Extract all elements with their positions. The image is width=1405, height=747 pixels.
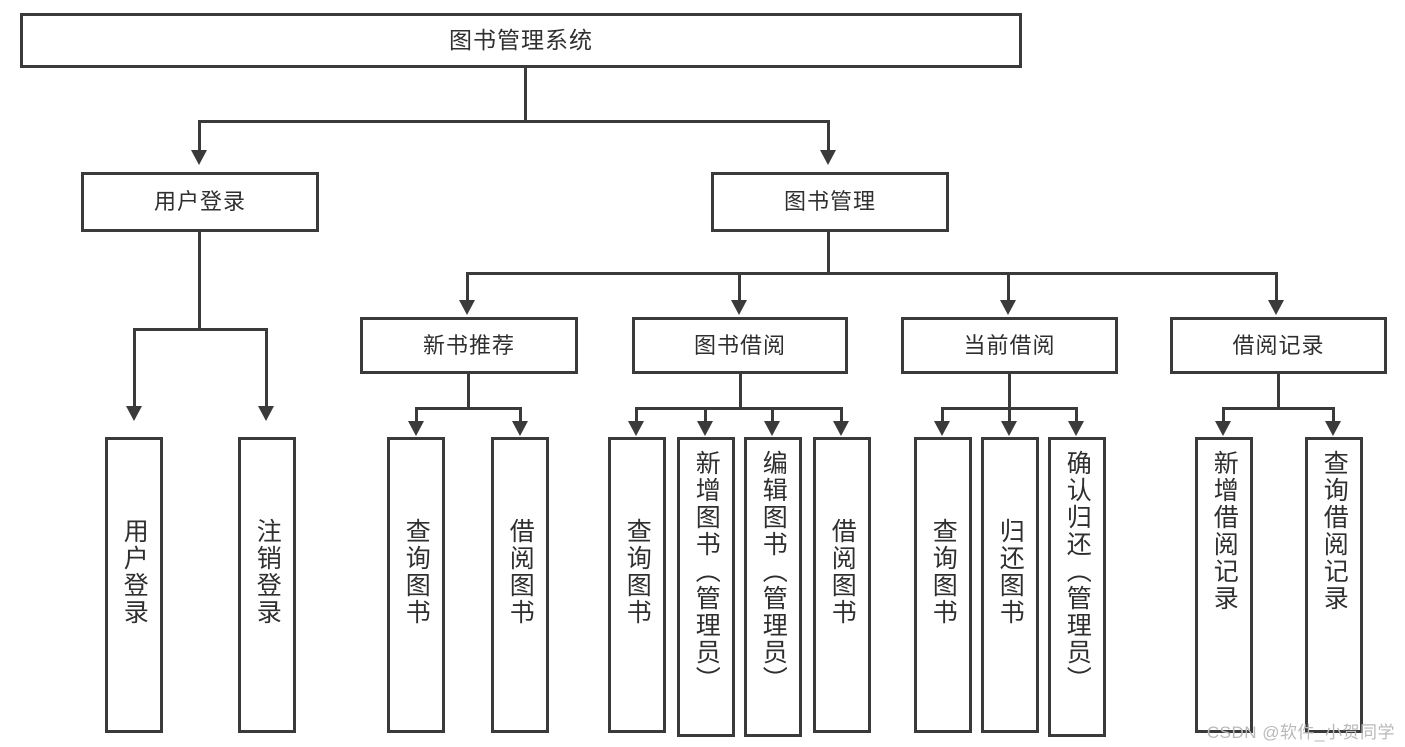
connector-bb-to-leaf-3 bbox=[840, 407, 843, 425]
leaf-current-borrow-return-book[interactable]: 归还图书 bbox=[981, 437, 1039, 733]
connector-bm-to-lvl3-3 bbox=[1275, 272, 1278, 302]
connector-cb-to-leaf-0 bbox=[941, 407, 944, 425]
leaf-book-borrow-borrow-book[interactable]: 借阅图书 bbox=[813, 437, 871, 733]
node-label: 借阅图书 bbox=[828, 518, 857, 626]
connector-br-to-leaf-1 bbox=[1332, 407, 1335, 425]
arrow-cb-to-leaf-2 bbox=[1068, 421, 1084, 436]
node-label: 图书管理 bbox=[783, 189, 876, 215]
connector-bb-to-leaf-2 bbox=[771, 407, 774, 425]
node-borrow-record[interactable]: 借阅记录 bbox=[1170, 317, 1387, 374]
arrow-user-login-to-leaf-1 bbox=[258, 406, 274, 421]
arrow-bb-to-leaf-3 bbox=[833, 421, 849, 436]
node-new-book-recommend[interactable]: 新书推荐 bbox=[360, 317, 578, 374]
connector-book-management-trunk bbox=[827, 232, 830, 274]
node-current-borrow[interactable]: 当前借阅 bbox=[901, 317, 1118, 374]
node-label: 查询图书 bbox=[929, 518, 958, 626]
leaf-user-login-logout[interactable]: 注销登录 bbox=[238, 437, 296, 733]
node-label: 借阅记录 bbox=[1232, 332, 1325, 358]
node-label: 图书借阅 bbox=[693, 332, 786, 358]
watermark-csdn: CSDN @软件_小贺同学 bbox=[1206, 723, 1395, 742]
connector-user-login-to-leaf-0 bbox=[133, 328, 136, 408]
connector-root-trunk bbox=[524, 68, 527, 120]
arrow-br-to-leaf-1 bbox=[1325, 421, 1341, 436]
leaf-book-borrow-add-book-admin[interactable]: 新增图书（管理员） bbox=[677, 437, 735, 737]
connector-bb-trunk bbox=[739, 374, 742, 409]
arrow-cb-to-leaf-1 bbox=[1001, 421, 1017, 436]
node-label: 新书推荐 bbox=[422, 332, 515, 358]
node-label: 编辑图书（管理员） bbox=[759, 450, 788, 693]
leaf-book-borrow-edit-book-admin[interactable]: 编辑图书（管理员） bbox=[744, 437, 802, 737]
node-root-book-management-system[interactable]: 图书管理系统 bbox=[20, 13, 1022, 68]
connector-bm-to-lvl3-1 bbox=[738, 272, 741, 302]
node-label: 查询图书 bbox=[402, 518, 431, 626]
connector-br-trunk bbox=[1277, 374, 1280, 409]
leaf-borrow-record-add-record[interactable]: 新增借阅记录 bbox=[1195, 437, 1253, 733]
connector-br-bar bbox=[1222, 407, 1335, 410]
connector-nbr-to-leaf-0 bbox=[415, 407, 418, 425]
node-label: 归还图书 bbox=[996, 518, 1025, 626]
connector-book-management-bar bbox=[466, 272, 1278, 275]
leaf-book-borrow-query-book[interactable]: 查询图书 bbox=[608, 437, 666, 733]
arrow-br-to-leaf-0 bbox=[1215, 421, 1231, 436]
node-label: 新增借阅记录 bbox=[1210, 450, 1239, 612]
node-book-borrow[interactable]: 图书借阅 bbox=[632, 317, 848, 374]
connector-nbr-trunk bbox=[467, 374, 470, 409]
connector-bb-to-leaf-0 bbox=[635, 407, 638, 425]
arrow-bb-to-leaf-2 bbox=[764, 421, 780, 436]
node-user-login[interactable]: 用户登录 bbox=[81, 172, 319, 232]
node-book-management[interactable]: 图书管理 bbox=[711, 172, 949, 232]
connector-bm-to-lvl3-2 bbox=[1007, 272, 1010, 302]
leaf-current-borrow-query-book[interactable]: 查询图书 bbox=[914, 437, 972, 733]
connector-user-login-to-leaf-1 bbox=[265, 328, 268, 408]
arrow-root-to-book-management bbox=[820, 150, 836, 165]
leaf-new-book-query-book[interactable]: 查询图书 bbox=[387, 437, 445, 733]
connector-nbr-bar bbox=[415, 407, 522, 410]
connector-root-bar bbox=[198, 120, 830, 123]
arrow-root-to-user-login bbox=[191, 150, 207, 165]
arrow-bm-to-lvl3-2 bbox=[1000, 300, 1016, 315]
arrow-user-login-to-leaf-0 bbox=[126, 406, 142, 421]
leaf-user-login-login[interactable]: 用户登录 bbox=[105, 437, 163, 733]
connector-cb-to-leaf-2 bbox=[1075, 407, 1078, 425]
arrow-cb-to-leaf-0 bbox=[934, 421, 950, 436]
arrow-bb-to-leaf-1 bbox=[697, 421, 713, 436]
connector-cb-to-leaf-1 bbox=[1008, 407, 1011, 425]
node-label: 图书管理系统 bbox=[449, 27, 593, 54]
arrow-bm-to-lvl3-3 bbox=[1268, 300, 1284, 315]
node-label: 用户登录 bbox=[120, 518, 149, 626]
node-label: 查询借阅记录 bbox=[1320, 450, 1349, 612]
connector-bb-to-leaf-1 bbox=[704, 407, 707, 425]
leaf-borrow-record-query-record[interactable]: 查询借阅记录 bbox=[1305, 437, 1363, 733]
leaf-current-borrow-confirm-return-admin[interactable]: 确认归还（管理员） bbox=[1048, 437, 1106, 737]
arrow-nbr-to-leaf-1 bbox=[512, 421, 528, 436]
connector-br-to-leaf-0 bbox=[1222, 407, 1225, 425]
connector-user-login-trunk bbox=[198, 232, 201, 330]
node-label: 当前借阅 bbox=[963, 332, 1056, 358]
arrow-bm-to-lvl3-0 bbox=[459, 300, 475, 315]
connector-root-to-user-login bbox=[198, 120, 201, 152]
node-label: 用户登录 bbox=[153, 189, 246, 215]
connector-cb-trunk bbox=[1008, 374, 1011, 409]
connector-nbr-to-leaf-1 bbox=[519, 407, 522, 425]
connector-bm-to-lvl3-0 bbox=[466, 272, 469, 302]
leaf-new-book-borrow-book[interactable]: 借阅图书 bbox=[491, 437, 549, 733]
connector-root-to-book-management bbox=[827, 120, 830, 152]
node-label: 借阅图书 bbox=[506, 518, 535, 626]
node-label: 确认归还（管理员） bbox=[1063, 450, 1092, 693]
connector-bb-bar bbox=[635, 407, 843, 410]
arrow-bb-to-leaf-0 bbox=[628, 421, 644, 436]
node-label: 查询图书 bbox=[623, 518, 652, 626]
connector-user-login-bar bbox=[133, 328, 268, 331]
arrow-nbr-to-leaf-0 bbox=[408, 421, 424, 436]
node-label: 新增图书（管理员） bbox=[692, 450, 721, 693]
node-label: 注销登录 bbox=[253, 518, 282, 626]
arrow-bm-to-lvl3-1 bbox=[731, 300, 747, 315]
